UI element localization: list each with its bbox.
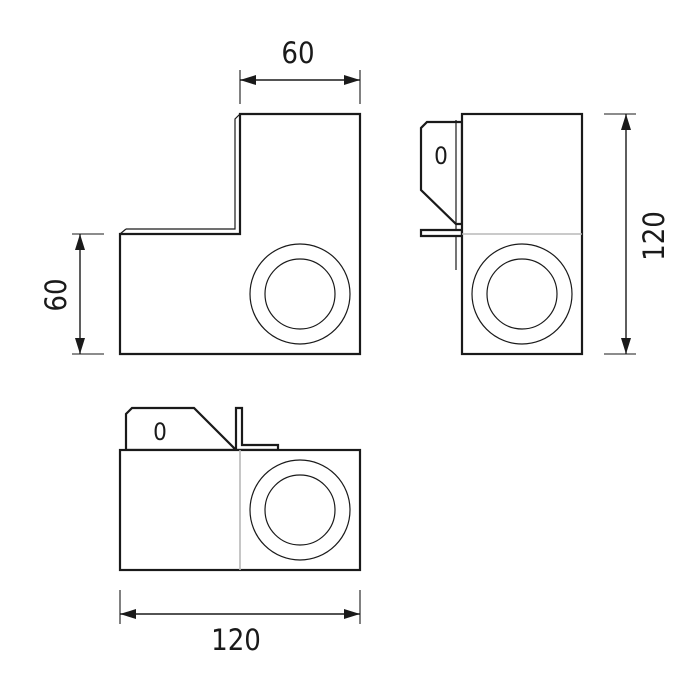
front-view-outline xyxy=(118,112,362,356)
front-view-inner-ring xyxy=(264,258,336,330)
dimension-side-height: 120 xyxy=(604,113,671,355)
side-view-inner-ring xyxy=(486,258,558,330)
dimension-front-left: 60 xyxy=(39,233,104,355)
bottom-view-inner-ring xyxy=(264,474,336,546)
dimension-side-height-label: 120 xyxy=(637,211,671,261)
side-view-flange xyxy=(419,228,464,238)
side-view-outer-ring xyxy=(471,243,573,345)
dimension-bottom-width: 120 xyxy=(119,590,361,657)
side-view: 0 xyxy=(419,112,584,356)
bottom-view-slot-label: 0 xyxy=(153,418,167,446)
bottom-view-flange xyxy=(234,406,280,452)
dimension-front-left-label: 60 xyxy=(39,278,73,311)
front-view xyxy=(118,112,362,356)
dimension-bottom-width-label: 120 xyxy=(211,623,261,657)
dimension-front-top: 60 xyxy=(239,36,361,104)
bottom-view: 0 xyxy=(118,406,362,572)
dimension-front-top-label: 60 xyxy=(281,36,314,70)
bottom-view-tab xyxy=(124,406,236,452)
front-view-outer-ring xyxy=(249,243,351,345)
side-view-slot-label: 0 xyxy=(434,142,448,170)
front-view-flange xyxy=(126,113,241,230)
bottom-view-outer-ring xyxy=(249,459,351,561)
